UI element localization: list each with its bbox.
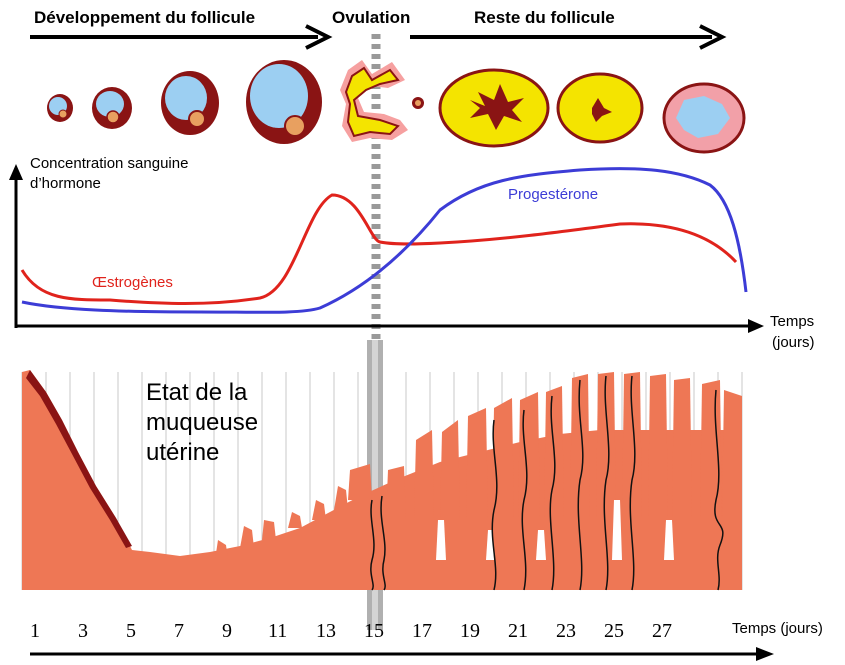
- x-axis-label-line2: (jours): [772, 334, 815, 351]
- hormone-chart-axes: [9, 164, 764, 333]
- day-tick: 9: [222, 620, 232, 642]
- day-tick: 25: [604, 620, 624, 642]
- y-axis-label-line2: d’hormone: [30, 175, 101, 192]
- timeline-unit-label: Temps (jours): [732, 620, 823, 637]
- corpus-luteum-1: [438, 68, 550, 148]
- day-tick: 13: [316, 620, 336, 642]
- day-tick: 15: [364, 620, 384, 642]
- phase-ovulation-label: Ovulation: [332, 8, 411, 27]
- development-arrow: [30, 24, 333, 50]
- uterus-title-line1: Etat de la: [146, 379, 248, 406]
- day-tick: 27: [652, 620, 672, 642]
- follicle-small-2: [92, 87, 132, 129]
- uterus-title: Etat de la muqueuse utérine: [146, 378, 258, 468]
- day-ticks: 1 3 5 7 9 11 13 15 17 19 21 23 25 27: [22, 620, 742, 646]
- day-tick: 21: [508, 620, 528, 642]
- progesterone-series-label: Progestérone: [508, 186, 599, 203]
- uterine-lining-chart: [21, 370, 743, 591]
- estrogen-curve: [20, 193, 738, 305]
- day-tick: 17: [412, 620, 432, 642]
- estrogen-series-label: Œstrogènes: [92, 274, 173, 291]
- x-axis-label-line1: Temps: [770, 313, 815, 330]
- progesterone-curve: [21, 167, 748, 314]
- day-tick: 1: [30, 620, 40, 642]
- day-tick: 23: [556, 620, 576, 642]
- day-tick: 3: [78, 620, 88, 642]
- phase-development-label: Développement du follicule: [34, 8, 256, 27]
- timeline-arrow: [30, 647, 774, 661]
- corpus-albicans: [662, 82, 746, 154]
- uterus-title-line3: utérine: [146, 439, 220, 466]
- day-tick: 7: [174, 620, 184, 642]
- follicle-small-1: [47, 94, 73, 122]
- uterus-title-line2: muqueuse: [146, 409, 259, 436]
- remainder-arrow: [410, 24, 727, 50]
- corpus-luteum-2: [556, 72, 644, 144]
- follicle-antral-1: [161, 71, 219, 135]
- ruptured-follicle: [340, 60, 424, 142]
- day-tick: 19: [460, 620, 480, 642]
- follicle-mature: [246, 60, 322, 144]
- day-tick: 5: [126, 620, 136, 642]
- day-tick: 11: [268, 620, 288, 642]
- y-axis-label-line1: Concentration sanguine: [30, 155, 189, 172]
- phase-remainder-label: Reste du follicule: [474, 8, 615, 27]
